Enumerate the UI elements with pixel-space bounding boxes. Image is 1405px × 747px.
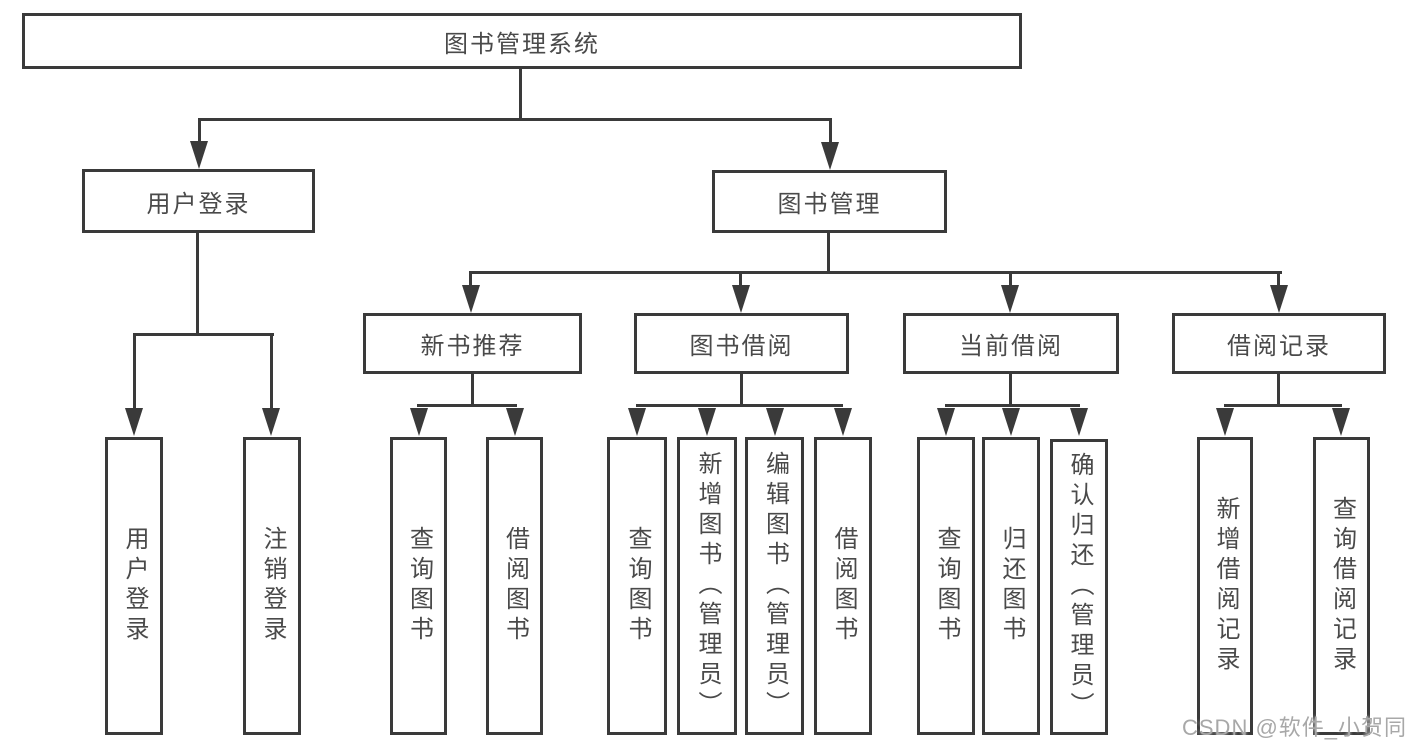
arrow-down-icon bbox=[937, 408, 955, 436]
arrow-down-icon bbox=[766, 408, 784, 436]
leaf-current-confirm-return-admin-label: 确认归还（管理员） bbox=[1066, 452, 1093, 722]
node-borrow-records: 借阅记录 bbox=[1172, 313, 1386, 374]
arrow-down-icon bbox=[834, 408, 852, 436]
arrow-down-icon bbox=[125, 408, 143, 436]
arrow-down-icon bbox=[1216, 408, 1234, 436]
connector-line bbox=[469, 273, 472, 287]
connector-line bbox=[827, 233, 830, 273]
leaf-borrowing-query-books-label: 查询图书 bbox=[624, 526, 651, 646]
connector-line bbox=[270, 335, 273, 410]
connector-line bbox=[133, 333, 274, 336]
leaf-newbooks-query-books: 查询图书 bbox=[390, 437, 447, 735]
leaf-borrowing-edit-books-admin-label: 编辑图书（管理员） bbox=[761, 451, 789, 721]
connector-line bbox=[1009, 273, 1012, 287]
node-book-management: 图书管理 bbox=[712, 170, 947, 233]
leaf-user-login: 用户登录 bbox=[105, 437, 163, 735]
leaf-records-query-record: 查询借阅记录 bbox=[1313, 437, 1370, 735]
node-current-borrowing: 当前借阅 bbox=[903, 313, 1119, 374]
arrow-down-icon bbox=[190, 141, 208, 169]
arrow-down-icon bbox=[821, 142, 839, 170]
leaf-logout-label: 注销登录 bbox=[259, 526, 286, 646]
arrow-down-icon bbox=[506, 408, 524, 436]
connector-line bbox=[133, 335, 136, 410]
leaf-newbooks-borrow-books: 借阅图书 bbox=[486, 437, 543, 735]
node-book-borrowing-label: 图书借阅 bbox=[689, 333, 794, 360]
node-book-management-label: 图书管理 bbox=[777, 191, 882, 218]
arrow-down-icon bbox=[698, 408, 716, 436]
connector-line bbox=[945, 404, 1080, 407]
connector-line bbox=[198, 120, 201, 146]
connector-line bbox=[636, 404, 843, 407]
arrow-down-icon bbox=[1001, 285, 1019, 313]
connector-line bbox=[417, 404, 517, 407]
arrow-down-icon bbox=[1270, 285, 1288, 313]
node-new-book-recommend-label: 新书推荐 bbox=[420, 333, 525, 360]
leaf-current-confirm-return-admin: 确认归还（管理员） bbox=[1050, 439, 1108, 735]
arrow-down-icon bbox=[732, 285, 750, 313]
connector-line bbox=[1009, 374, 1012, 407]
connector-line bbox=[829, 120, 832, 147]
node-borrow-records-label: 借阅记录 bbox=[1227, 333, 1331, 360]
leaf-borrowing-edit-books-admin: 编辑图书（管理员） bbox=[745, 437, 804, 735]
arrow-down-icon bbox=[1332, 408, 1350, 436]
node-user-login-label: 用户登录 bbox=[146, 190, 251, 218]
arrow-down-icon bbox=[462, 285, 480, 313]
node-user-login: 用户登录 bbox=[82, 169, 315, 233]
node-current-borrowing-label: 当前借阅 bbox=[959, 333, 1063, 360]
leaf-borrowing-borrow-books-label: 借阅图书 bbox=[830, 526, 857, 646]
arrow-down-icon bbox=[1002, 408, 1020, 436]
node-library-system-label: 图书管理系统 bbox=[444, 30, 600, 58]
connector-line bbox=[469, 271, 1282, 274]
node-library-system: 图书管理系统 bbox=[22, 13, 1022, 69]
leaf-current-return-books: 归还图书 bbox=[982, 437, 1040, 735]
leaf-current-query-books: 查询图书 bbox=[917, 437, 975, 735]
arrow-down-icon bbox=[628, 408, 646, 436]
arrow-down-icon bbox=[410, 408, 428, 436]
leaf-user-login-label: 用户登录 bbox=[121, 526, 148, 646]
connector-line bbox=[1224, 404, 1342, 407]
leaf-records-add-record: 新增借阅记录 bbox=[1197, 437, 1253, 735]
leaf-records-query-record-label: 查询借阅记录 bbox=[1328, 496, 1356, 676]
node-new-book-recommend: 新书推荐 bbox=[363, 313, 582, 374]
connector-line bbox=[519, 69, 522, 121]
leaf-current-query-books-label: 查询图书 bbox=[933, 526, 960, 646]
leaf-borrowing-borrow-books: 借阅图书 bbox=[814, 437, 872, 735]
arrow-down-icon bbox=[1070, 408, 1088, 436]
leaf-records-add-record-label: 新增借阅记录 bbox=[1212, 496, 1239, 676]
connector-line bbox=[739, 273, 742, 287]
arrow-down-icon bbox=[262, 408, 280, 436]
leaf-borrowing-query-books: 查询图书 bbox=[607, 437, 667, 735]
connector-line bbox=[1277, 273, 1280, 287]
leaf-borrowing-add-books-admin: 新增图书（管理员） bbox=[677, 437, 737, 735]
leaf-current-return-books-label: 归还图书 bbox=[998, 526, 1025, 646]
leaf-borrowing-add-books-admin-label: 新增图书（管理员） bbox=[694, 451, 721, 721]
connector-line bbox=[1277, 374, 1280, 407]
leaf-newbooks-borrow-books-label: 借阅图书 bbox=[501, 526, 529, 646]
leaf-logout: 注销登录 bbox=[243, 437, 301, 735]
connector-line bbox=[471, 374, 474, 407]
connector-line bbox=[740, 374, 743, 407]
node-book-borrowing: 图书借阅 bbox=[634, 313, 849, 374]
csdn-watermark: CSDN @软件_小贺同学 bbox=[1182, 715, 1405, 740]
leaf-newbooks-query-books-label: 查询图书 bbox=[405, 526, 433, 646]
connector-line bbox=[198, 118, 832, 121]
connector-line bbox=[196, 233, 199, 335]
